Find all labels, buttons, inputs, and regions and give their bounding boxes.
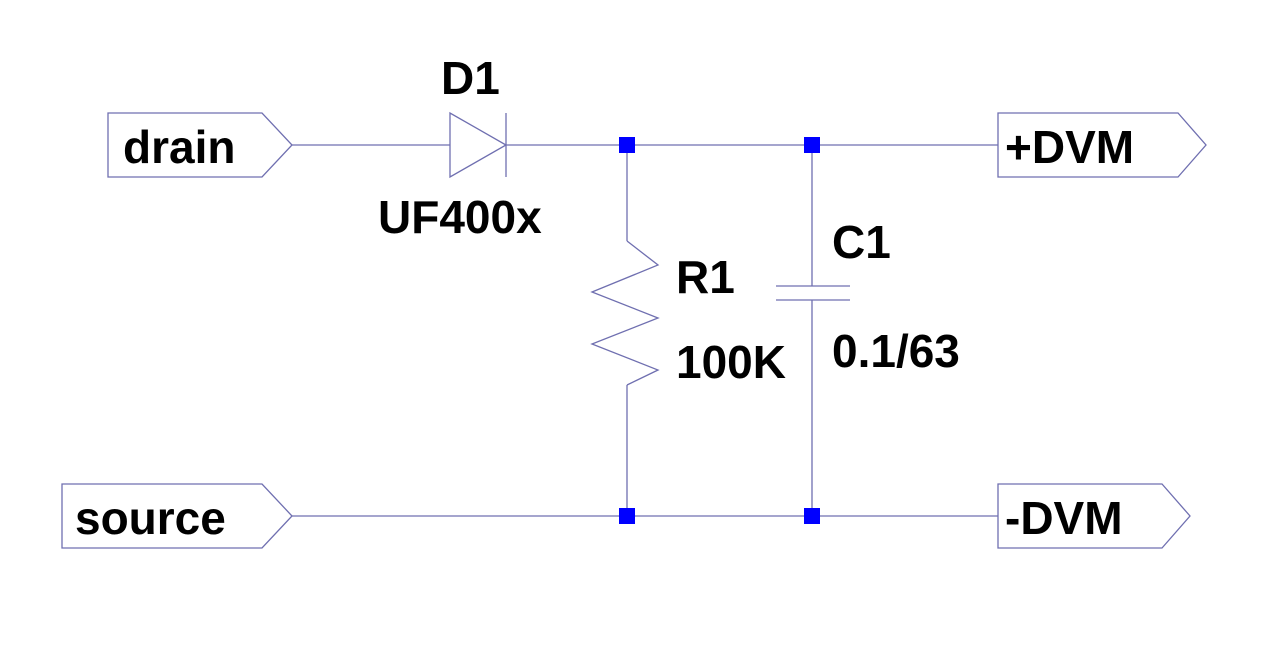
junction-top-right: [804, 137, 820, 153]
diode-symbol: [449, 111, 508, 179]
resistor-symbol: [590, 240, 660, 386]
port-plus-dvm: +DVM: [997, 112, 1207, 178]
port-source: source: [61, 483, 293, 549]
junction-bottom-right: [804, 508, 820, 524]
junctions: [619, 137, 820, 524]
diode-value: UF400x: [378, 191, 542, 243]
port-minus-dvm-label: -DVM: [1005, 492, 1123, 544]
resistor-r1: R1 100K: [590, 240, 786, 388]
port-minus-dvm: -DVM: [997, 483, 1191, 549]
resistor-ref: R1: [676, 251, 735, 303]
port-source-label: source: [75, 492, 226, 544]
capacitor-c1: C1 0.1/63: [776, 216, 960, 377]
port-drain-label: drain: [123, 121, 235, 173]
resistor-value: 100K: [676, 336, 786, 388]
junction-bottom-left: [619, 508, 635, 524]
junction-top-left: [619, 137, 635, 153]
port-plus-dvm-label: +DVM: [1005, 121, 1134, 173]
diode-ref: D1: [441, 52, 500, 104]
port-drain: drain: [107, 112, 293, 178]
capacitor-value: 0.1/63: [832, 325, 960, 377]
diode-d1: D1 UF400x: [378, 52, 542, 243]
capacitor-ref: C1: [832, 216, 891, 268]
